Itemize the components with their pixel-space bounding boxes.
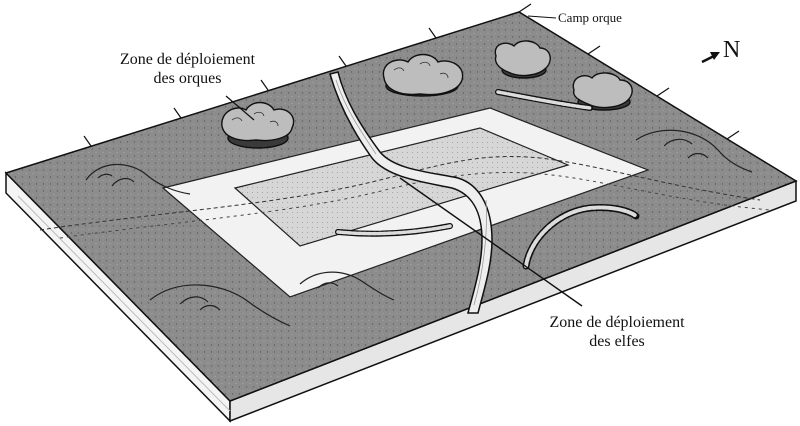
orc-camp-label: Camp orque xyxy=(558,10,622,25)
forest-icon xyxy=(382,53,464,97)
orc-camp-leader xyxy=(527,15,557,19)
forest-icon xyxy=(221,101,295,149)
elf-deployment-zone-label: Zone de déploiement des elfes xyxy=(522,313,712,351)
hill-icon xyxy=(635,129,753,173)
grid-ticks xyxy=(83,3,740,147)
forest-icon xyxy=(494,40,551,79)
trail-path-2 xyxy=(59,171,771,239)
hill-icon xyxy=(149,284,291,327)
river xyxy=(329,71,493,314)
orc-zone-leader xyxy=(225,95,255,121)
elf-zone-line2: des elfes xyxy=(589,333,645,351)
hill-icon xyxy=(85,163,191,195)
orc-deployment-zone-label: Zone de déploiement des orques xyxy=(95,50,280,88)
trail-path xyxy=(39,156,761,231)
forest-icon xyxy=(572,72,633,111)
elf-zone-leader xyxy=(399,177,583,307)
orc-zone-line1: Zone de déploiement xyxy=(119,51,256,68)
elf-zone-line1: Zone de déploiement xyxy=(549,314,685,331)
hill-icon xyxy=(299,271,395,301)
orc-zone-line2: des orques xyxy=(153,70,222,88)
north-arrow-icon xyxy=(701,52,720,64)
north-label: N xyxy=(723,37,741,63)
